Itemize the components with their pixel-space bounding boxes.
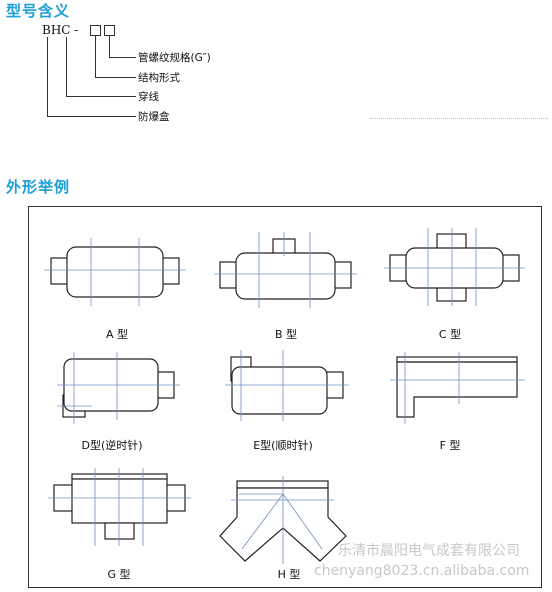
model-code-prefix: BHC - [42,23,79,37]
desc-explosion-proof-box: 防爆盒 [138,111,170,123]
shape-a-drawing [50,246,180,298]
caption-shape-g: G 型 [107,568,131,581]
caption-shape-a: A 型 [105,328,129,341]
watermark-company: 乐清市晨阳电气成套有限公司 [338,543,520,559]
leader-line [66,96,136,97]
leader-line [47,37,48,116]
shape-g-drawing [53,473,186,540]
leader-line [109,36,110,57]
desc-structure-form: 结构形式 [138,72,180,84]
caption-shape-d: D型(逆时针) [81,439,143,452]
shape-f-drawing [396,356,518,418]
code-box-structure [90,25,101,36]
shape-c-drawing [389,233,520,302]
desc-threading: 穿线 [138,91,159,103]
leader-line [47,116,136,117]
shape-examples-frame [28,206,542,588]
watermark-url: chenyang8023.cn.alibaba.com [314,563,530,579]
caption-shape-c: C 型 [438,328,462,341]
shape-d-drawing [62,358,175,418]
shape-e-drawing [230,356,344,415]
caption-shape-e: E型(顺时针) [253,439,313,452]
leader-line [66,37,67,96]
caption-shape-b: B 型 [274,328,298,341]
shape-b-drawing [219,238,352,300]
leader-line [95,36,96,77]
leader-line [95,77,136,78]
caption-shape-f: F 型 [439,439,461,452]
divider-dotted [370,118,548,119]
leader-line [109,57,136,58]
model-meaning-title: 型号含义 [6,2,71,20]
caption-shape-h: H 型 [277,568,301,581]
code-box-thread [104,25,115,36]
shape-examples-title: 外形举例 [6,178,71,196]
desc-thread-spec: 管螺纹规格(G″) [138,52,211,64]
